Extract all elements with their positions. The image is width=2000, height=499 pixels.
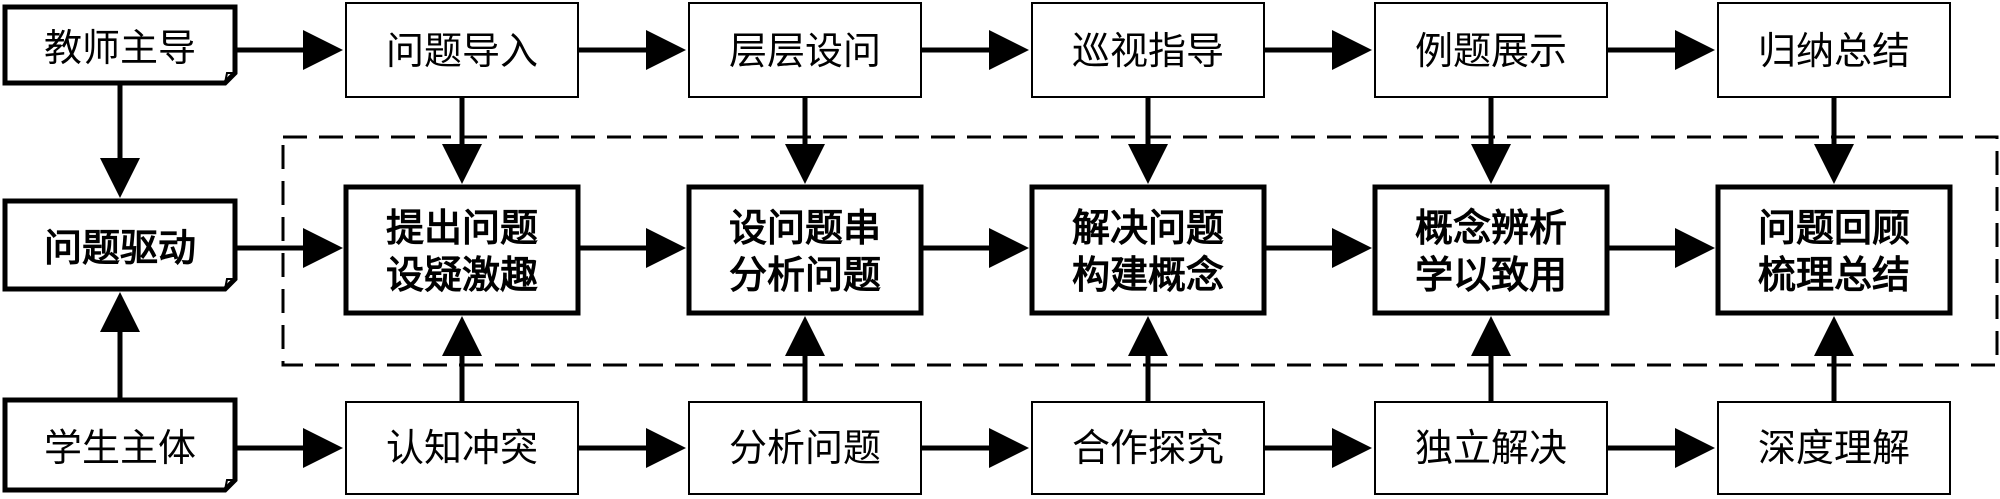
student-step-label: 深度理解 [1758,426,1910,470]
teacher-step-box: 例题展示 [1374,2,1608,98]
student-step-box: 分析问题 [688,401,922,495]
student-subject-label: 学生主体 [44,426,196,470]
core-step-label: 分析问题 [729,253,881,297]
teacher-step-box: 层层设问 [688,2,922,98]
student-step-label: 合作探究 [1072,426,1224,470]
teacher-step-box: 巡视指导 [1031,2,1265,98]
teacher-step-label: 归纳总结 [1758,29,1910,73]
student-step-box: 独立解决 [1374,401,1608,495]
student-step-label: 认知冲突 [386,426,538,470]
teacher-lead-label: 教师主导 [44,26,196,70]
student-step-box: 认知冲突 [345,401,579,495]
core-step-label: 设疑激趣 [386,253,538,297]
teacher-step-box: 问题导入 [345,2,579,98]
core-step-label: 解决问题 [1072,206,1224,250]
core-step-label: 设问题串 [729,206,881,250]
problem-driven-label: 问题驱动 [44,226,196,270]
student-step-box: 合作探究 [1031,401,1265,495]
student-step-box: 深度理解 [1717,401,1951,495]
student-steps-row: 认知冲突 分析问题 合作探究 独立解决 深度理解 [345,401,1951,495]
teacher-steps-row: 问题导入 层层设问 巡视指导 例题展示 归纳总结 [345,2,1951,98]
teacher-step-box: 归纳总结 [1717,2,1951,98]
core-step-label: 构建概念 [1072,253,1224,297]
core-step-label: 问题回顾 [1758,206,1910,250]
teacher-step-label: 巡视指导 [1072,29,1224,73]
core-step-label: 梳理总结 [1758,253,1910,297]
core-step-label: 概念辨析 [1415,206,1567,250]
student-subject-box: 学生主体 [2,397,238,493]
teacher-step-label: 层层设问 [729,29,881,73]
student-step-label: 独立解决 [1415,426,1567,470]
teacher-lead-box: 教师主导 [2,4,238,86]
connector-arrows [100,30,1854,468]
student-step-label: 分析问题 [729,426,881,470]
teacher-step-label: 例题展示 [1415,29,1567,73]
problem-driven-box: 问题驱动 [2,198,238,292]
core-step-label: 提出问题 [386,206,538,250]
teacher-step-label: 问题导入 [386,29,538,73]
core-step-label: 学以致用 [1415,253,1567,297]
